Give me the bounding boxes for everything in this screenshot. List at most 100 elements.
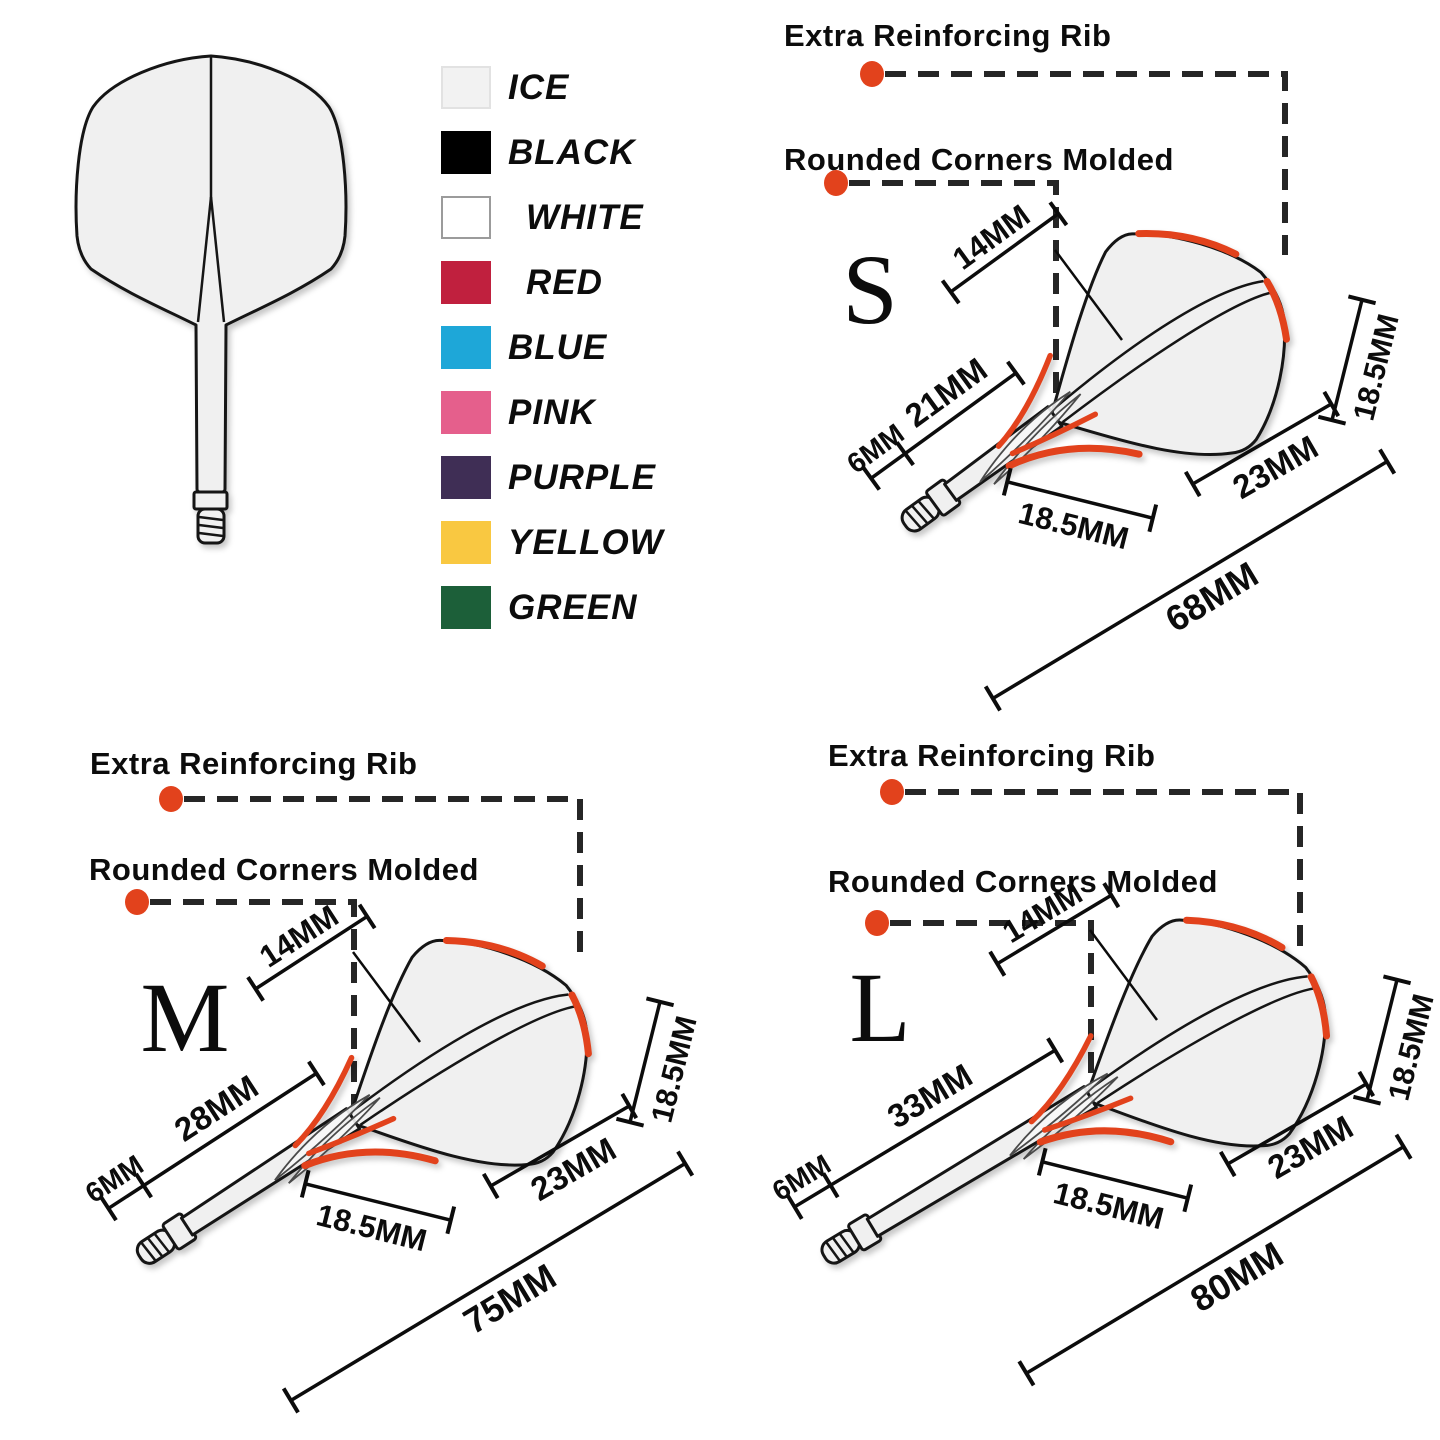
thread-ribs: [140, 1233, 170, 1262]
legend-item: BLACK: [441, 131, 664, 174]
dim-label-offset: 14MM: [946, 198, 1036, 277]
legend-item: GREEN: [441, 586, 664, 629]
annotation-corners-title: Rounded Corners Molded: [89, 852, 479, 887]
extension-line-group: [351, 951, 422, 1043]
junction-accent-upper: [1028, 1033, 1094, 1125]
dim-label-offset: 14MM: [253, 898, 344, 974]
rounded-corner-accent: [568, 991, 592, 1058]
dart-illustration: [135, 936, 592, 1265]
legend-label: WHITE: [526, 197, 644, 237]
callout-leader-line: [890, 920, 1094, 1086]
callout-dot: [880, 779, 904, 805]
edge-on-fin: [979, 390, 1071, 483]
dim-label-tip: 6MM: [767, 1148, 836, 1207]
legend-item: RED: [441, 261, 664, 304]
callout-dot: [824, 170, 848, 196]
callout-dot: [159, 786, 183, 812]
dart-illustration: [820, 916, 1331, 1265]
size-letter: L: [849, 952, 910, 1063]
callout-leader-line: [150, 899, 357, 1110]
flight-ridge-lines: [1049, 279, 1273, 424]
rounded-corner-accent: [1263, 277, 1290, 343]
dim-base-group: 18.5MM: [1036, 1147, 1194, 1236]
junction-accent-mid: [306, 1115, 397, 1157]
flight-assembly: [1048, 229, 1290, 456]
callout-leader-line: [184, 796, 583, 955]
shaft-assembly: [135, 1054, 439, 1265]
color-swatch: [441, 521, 491, 564]
dim-label-tip: 6MM: [80, 1149, 149, 1209]
dim-label-tip: 6MM: [841, 418, 910, 480]
thread-ribs: [905, 500, 935, 529]
legend-label: RED: [526, 262, 603, 302]
dim-extension-line: [1088, 929, 1159, 1021]
flight-center-fin-edge: [196, 196, 226, 323]
legend-item: BLUE: [441, 326, 664, 369]
color-swatch: [441, 456, 491, 499]
color-swatch: [441, 391, 491, 434]
dim-base-group: 18.5MM: [299, 1169, 457, 1258]
reinforced-corner-accent: [1135, 229, 1240, 258]
junction-accent-upper: [995, 352, 1053, 449]
reinforced-corner-accent: [1183, 916, 1286, 951]
color-swatch: [441, 586, 491, 629]
shaft-collar: [192, 490, 229, 511]
legend-label: GREEN: [508, 587, 638, 627]
dim-label-flight-base: 18.5MM: [313, 1197, 430, 1258]
dim-extension-line: [1053, 249, 1124, 341]
callout-leader-line: [849, 180, 1059, 404]
reinforced-corner-accent: [442, 936, 546, 970]
legend-item: WHITE: [441, 196, 664, 239]
shaft-assembly: [820, 1033, 1175, 1265]
legend-label: BLUE: [508, 327, 608, 367]
color-swatch: [441, 131, 491, 174]
annotation-rib-title: Extra Reinforcing Rib: [784, 18, 1111, 53]
size-m-diagram: Extra Reinforcing Rib Rounded Corners Mo…: [80, 746, 704, 1414]
legend-item: PURPLE: [441, 456, 664, 499]
callout-leader-line: [885, 71, 1288, 255]
junction-accent-lower: [301, 1148, 439, 1170]
annotation-rib-title: Extra Reinforcing Rib: [828, 738, 1155, 773]
thread-ribs: [198, 515, 224, 538]
callout-dot: [860, 61, 884, 87]
legend-item: ICE: [441, 66, 664, 109]
color-swatch: [441, 261, 491, 304]
extension-line-group: [1053, 249, 1124, 341]
junction-accent-lower: [1005, 444, 1143, 470]
junction-accent-upper: [292, 1054, 355, 1149]
dart-illustration: [900, 229, 1290, 533]
callout-dot: [125, 889, 149, 915]
legend-item: YELLOW: [441, 521, 664, 564]
callout-leader-line: [905, 789, 1303, 948]
color-swatch: [441, 66, 491, 109]
rounded-corner-accent: [1307, 973, 1331, 1040]
dim-base-group: 18.5MM: [1001, 467, 1159, 556]
dim-side-group: 18.5MM: [615, 996, 704, 1128]
thread-ribs: [825, 1233, 855, 1262]
size-letter: S: [842, 234, 898, 345]
legend-label: PURPLE: [508, 457, 656, 497]
front-view-dart-illustration: [74, 54, 348, 545]
dim-total-group: 80MM: [1017, 1133, 1413, 1387]
dim-side-group: 18.5MM: [1352, 974, 1440, 1106]
dim-label-flight-base: 18.5MM: [1015, 495, 1132, 556]
color-legend: ICE BLACK WHITE RED BLUE PINK PURPLE YEL…: [441, 66, 664, 629]
shaft-assembly: [900, 352, 1143, 533]
dim-side-group: 18.5MM: [1317, 294, 1406, 426]
dim-label-shaft: 33MM: [881, 1056, 979, 1135]
size-l-diagram: Extra Reinforcing Rib Rounded Corners Mo…: [767, 738, 1440, 1387]
flight-ridge-lines: [1084, 975, 1316, 1105]
annotation-corners-title: Rounded Corners Molded: [784, 142, 1174, 177]
color-swatch: [441, 196, 491, 239]
dim-extension-line: [351, 951, 422, 1043]
annotation-corners-title: Rounded Corners Molded: [828, 864, 1218, 899]
junction-accent-mid: [1041, 1095, 1134, 1133]
legend-label: BLACK: [508, 132, 636, 172]
dim-label-flight-base: 18.5MM: [1050, 1175, 1167, 1236]
flight-assembly: [1083, 916, 1331, 1148]
size-s-diagram: Extra Reinforcing Rib Rounded Corners Mo…: [784, 18, 1406, 712]
edge-on-fin: [1009, 1072, 1109, 1157]
legend-label: ICE: [508, 67, 570, 107]
size-letter: M: [141, 962, 230, 1073]
